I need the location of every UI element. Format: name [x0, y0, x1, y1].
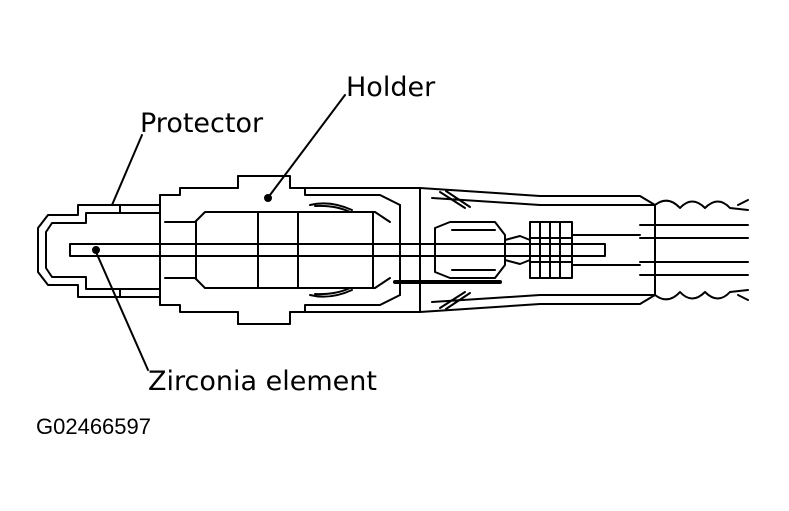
zirconia-element-rod — [69, 243, 606, 257]
outer-housing — [289, 187, 656, 313]
holder-label: Holder — [346, 72, 436, 103]
figure-id: G02466597 — [36, 414, 151, 439]
zirconia-element-label: Zirconia element — [148, 366, 377, 397]
terminal-assembly — [434, 221, 641, 279]
protector-leader — [111, 134, 143, 206]
cable-boot — [639, 199, 749, 301]
zirconia-leader-dot — [92, 246, 100, 254]
protector-label: Protector — [140, 108, 264, 139]
leader-lines — [92, 94, 346, 371]
zirconia-leader — [95, 251, 149, 371]
holder-leader-dot — [264, 194, 272, 202]
protector-body — [37, 204, 161, 298]
holder-body — [159, 175, 401, 325]
holder-leader — [269, 94, 346, 196]
